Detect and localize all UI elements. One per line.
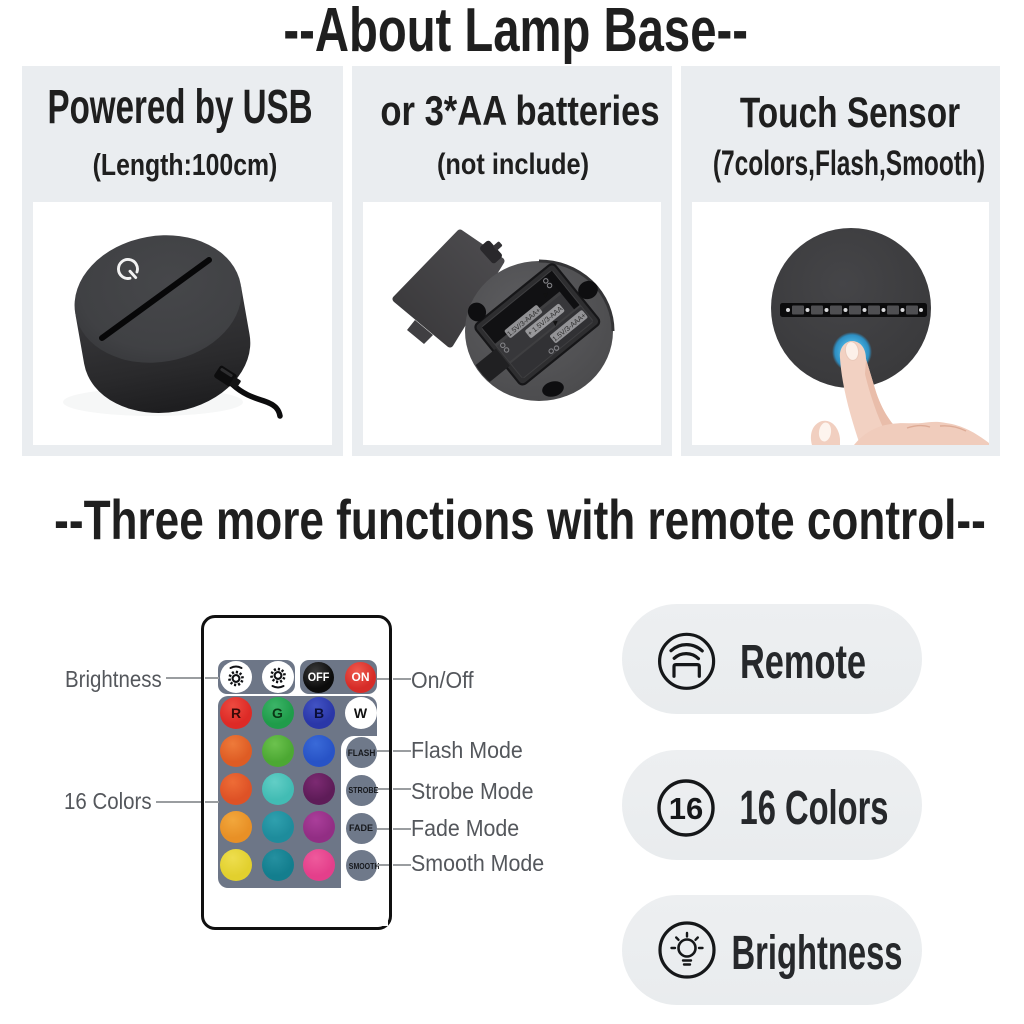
svg-text:16: 16	[669, 791, 703, 826]
